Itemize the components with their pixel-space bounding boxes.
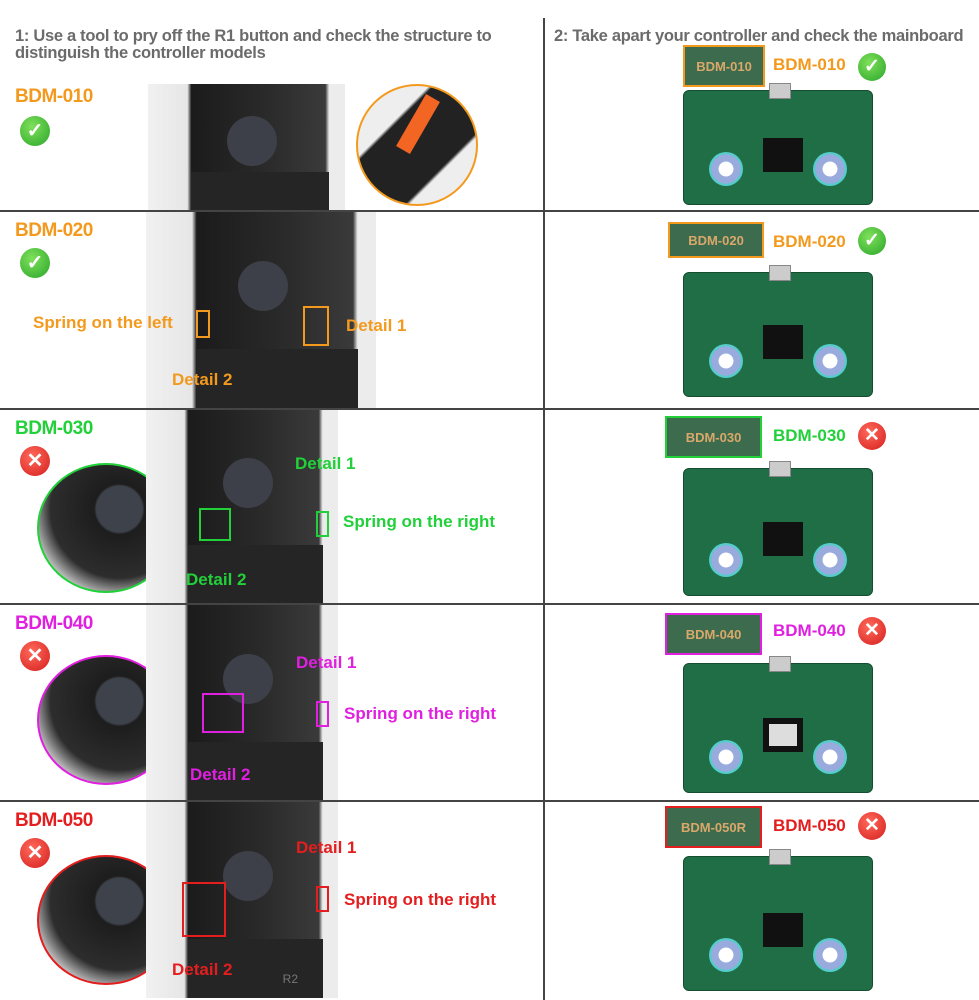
r1-photo [148, 84, 345, 210]
step2-heading: 2: Take apart your controller and check … [554, 27, 964, 45]
spring-label: Spring on the right [344, 890, 497, 909]
row-divider [0, 210, 979, 212]
detail-2-box [199, 508, 231, 541]
row-bdm-030: BDM-030 ✕ Detail 1 Spring on the right D… [0, 408, 979, 603]
cross-icon: ✕ [858, 617, 886, 645]
mainboard-image [683, 83, 873, 205]
r1-photo [146, 212, 376, 408]
mainboard-image [683, 656, 873, 793]
spring-label: Spring on the right [344, 704, 497, 723]
detail-2-label: Detail 2 [172, 370, 233, 389]
mainboard-image [683, 461, 873, 596]
model-label: BDM-050 [15, 810, 93, 831]
cross-icon: ✕ [20, 446, 50, 476]
detail-1-box [316, 701, 329, 727]
pry-tool-zoom-circle [356, 84, 478, 206]
detail-2-label: Detail 2 [186, 570, 247, 589]
board-tag: BDM-040 [665, 613, 762, 655]
row-divider [0, 408, 979, 410]
row-bdm-040: BDM-040 ✕ Detail 1 Spring on the right D… [0, 603, 979, 800]
r2-marking: R2 [282, 972, 298, 986]
pry-tool [396, 94, 440, 154]
detail-1-box [316, 886, 329, 912]
mainboard-image [683, 849, 873, 991]
row-bdm-010: BDM-010 ✓ BDM-010 BDM-010 ✓ [0, 0, 979, 210]
model-label: BDM-010 [15, 86, 93, 107]
check-icon: ✓ [858, 227, 886, 255]
detail-2-box [202, 693, 244, 733]
board-tag: BDM-020 [668, 222, 764, 258]
detail-1-label: Detail 1 [296, 653, 357, 672]
detail-1-label: Detail 1 [295, 454, 356, 473]
check-icon: ✓ [858, 53, 886, 81]
row-divider [0, 603, 979, 605]
cross-icon: ✕ [20, 838, 50, 868]
cross-icon: ✕ [858, 812, 886, 840]
detail-1-label: Detail 1 [346, 316, 407, 335]
row-divider [0, 800, 979, 802]
board-tag: BDM-010 [683, 45, 765, 87]
board-tag: BDM-030 [665, 416, 762, 458]
cross-icon: ✕ [858, 422, 886, 450]
board-model-label: BDM-030 [773, 426, 846, 445]
board-tag: BDM-050R [665, 806, 762, 848]
spring-label: Spring on the left [33, 313, 173, 332]
detail-2-label: Detail 2 [172, 960, 233, 979]
model-label: BDM-030 [15, 418, 93, 439]
column-divider [543, 18, 545, 1000]
r1-photo: R2 [146, 802, 338, 998]
board-model-label: BDM-050 [773, 816, 846, 835]
step1-heading: 1: Use a tool to pry off the R1 button a… [15, 27, 492, 62]
row-bdm-020: BDM-020 ✓ Spring on the left Detail 1 De… [0, 210, 979, 408]
board-model-label: BDM-020 [773, 232, 846, 251]
row-bdm-050: BDM-050 ✕ R2 Detail 1 Spring on the righ… [0, 800, 979, 1000]
check-icon: ✓ [20, 116, 50, 146]
cross-icon: ✕ [20, 641, 50, 671]
board-model-label: BDM-040 [773, 621, 846, 640]
detail-1-label: Detail 1 [296, 838, 357, 857]
detail-2-label: Detail 2 [190, 765, 251, 784]
board-model-label: BDM-010 [773, 55, 846, 74]
detail-1-box [316, 511, 329, 537]
detail-1-box [303, 306, 329, 346]
check-icon: ✓ [20, 248, 50, 278]
model-label: BDM-020 [15, 220, 93, 241]
model-label: BDM-040 [15, 613, 93, 634]
spring-label: Spring on the right [343, 512, 496, 531]
detail-2-box [196, 310, 210, 338]
detail-2-box [182, 882, 226, 937]
mainboard-image [683, 265, 873, 397]
r1-photo [146, 410, 338, 603]
